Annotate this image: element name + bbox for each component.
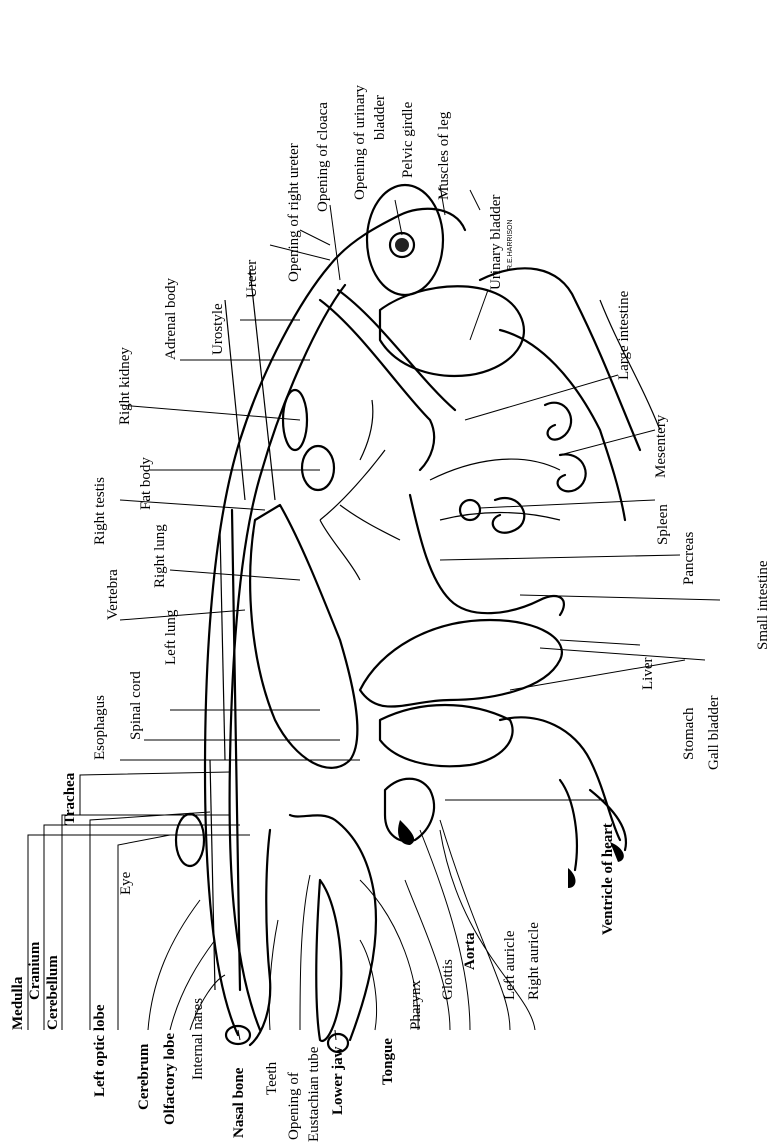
label-nasal-bone: Nasal bone <box>231 1067 247 1138</box>
label-spleen: Spleen <box>655 504 671 545</box>
label-teeth: Teeth <box>264 1061 280 1095</box>
label-left-optic-lobe: Left optic lobe <box>92 1004 108 1097</box>
label-left-lung: Left lung <box>163 609 179 665</box>
label-cerebellum: Cerebellum <box>45 955 61 1030</box>
label-ventricle-of-heart: Ventricle of heart <box>600 823 616 935</box>
label-mesentery: Mesentery <box>653 414 669 478</box>
stomach-shape <box>380 705 513 766</box>
label-vertebra: Vertebra <box>105 569 121 620</box>
label-fat-body: Fat body <box>138 457 154 510</box>
label-opening-of: Opening of <box>286 1072 302 1140</box>
label-internal-nares: Internal nares <box>190 998 206 1080</box>
label-aorta: Aorta <box>462 932 478 970</box>
frog-body-drawing <box>176 185 660 1052</box>
tongue-shape <box>316 880 341 1041</box>
label-esophagus: Esophagus <box>92 695 108 760</box>
label-olfactory-lobe: Olfactory lobe <box>162 1033 178 1125</box>
label-medulla: Medulla <box>10 976 26 1030</box>
label-right-lung: Right lung <box>152 524 168 588</box>
label-ureter: Ureter <box>244 260 260 298</box>
label-right-kidney: Right kidney <box>117 347 133 425</box>
lung-shape <box>250 505 357 768</box>
label-right-testis: Right testis <box>92 477 108 545</box>
label-pharynx: Pharynx <box>408 980 424 1030</box>
label-urostyle: Urostyle <box>210 303 226 355</box>
label-muscles-of-leg: Muscles of leg <box>436 111 452 200</box>
label-gall-bladder: Gall bladder <box>706 695 722 770</box>
label-stomach: Stomach <box>681 707 697 760</box>
label-cranium: Cranium <box>27 941 43 1000</box>
label-pancreas: Pancreas <box>681 532 697 585</box>
label-trachea: Trachea <box>62 772 78 825</box>
label-tongue: Tongue <box>380 1038 396 1085</box>
label-small-intestine: Small intestine <box>755 560 771 650</box>
label-glottis: Glottis <box>440 959 456 1000</box>
liver-shape <box>360 620 562 707</box>
label-eustachian-tube: Eustachian tube <box>306 1046 322 1142</box>
label-adrenal-body: Adrenal body <box>163 277 179 360</box>
label-pelvic-girdle: Pelvic girdle <box>400 101 416 178</box>
label-lower-jaw: Lower jaw <box>330 1046 346 1115</box>
artist-signature: R.E.HARRISON <box>507 219 514 270</box>
label-liver: Liver <box>640 658 656 690</box>
label-spinal-cord: Spinal cord <box>128 671 144 740</box>
label-opening-of-urinary: Opening of urinary <box>352 85 368 200</box>
label-large-intestine: Large intestine <box>616 290 632 380</box>
label-left-auricle: Left auricle <box>502 930 518 1000</box>
label-urinary-bladder: Urinary bladder <box>488 195 504 290</box>
label-cerebrum: Cerebrum <box>136 1043 152 1110</box>
label-right-auricle: Right auricle <box>526 922 542 1000</box>
label-opening-of-cloaca: Opening of cloaca <box>315 102 331 212</box>
label-opening-of-right-ureter: Opening of right ureter <box>286 143 302 282</box>
label-eye: Eye <box>118 871 134 895</box>
label-bladder: bladder <box>372 95 388 140</box>
